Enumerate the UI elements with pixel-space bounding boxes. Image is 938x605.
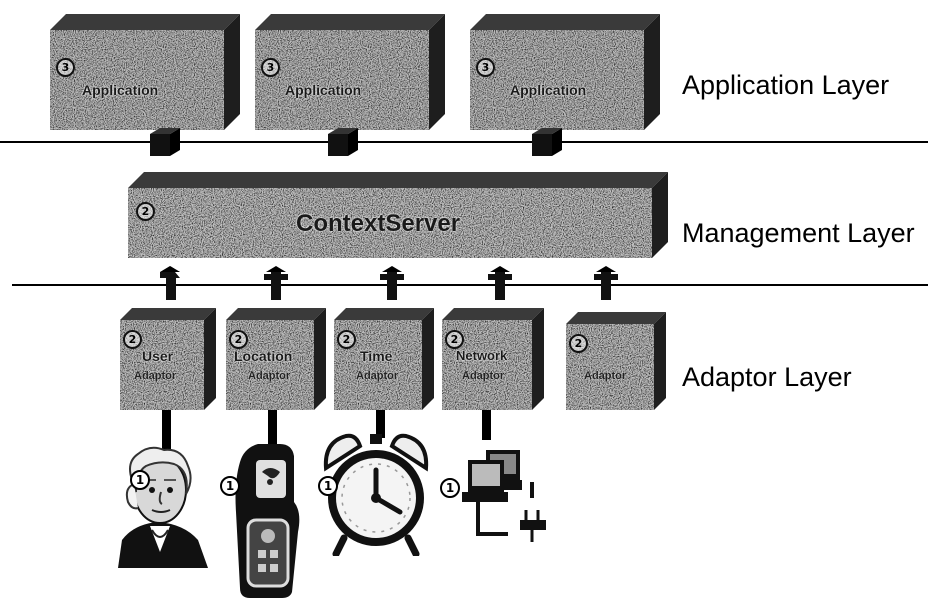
adaptor-box-network: 2 Network Adaptor	[442, 308, 544, 410]
adaptor-number-badge: 2	[229, 330, 248, 349]
connector-line	[268, 410, 277, 450]
device-number-badge: 1	[220, 476, 240, 496]
application-box-1: 3 Application	[50, 14, 240, 130]
adaptor-title: Time	[360, 348, 393, 364]
up-arrow	[264, 266, 304, 307]
application-title: Application	[510, 82, 587, 98]
adaptor-box-unnamed: 2 Adaptor	[566, 312, 666, 410]
adaptor-title: Location	[234, 348, 293, 364]
adaptor-number-badge: 2	[569, 334, 588, 353]
adaptor-number-badge: 2	[445, 330, 464, 349]
application-box-3: 3 Application	[470, 14, 660, 130]
device-person: 1	[104, 440, 214, 568]
adaptor-box-location: 2 Location Adaptor	[226, 308, 326, 410]
adaptor-title: Network	[456, 348, 508, 363]
up-arrow	[158, 266, 198, 307]
device-number-badge: 1	[440, 478, 460, 498]
device-gps: 1	[218, 442, 308, 600]
application-title: Application	[82, 82, 159, 98]
adaptor-number-badge: 2	[123, 330, 142, 349]
adaptor-subtitle: Adaptor	[356, 370, 399, 382]
adaptor-subtitle: Adaptor	[134, 370, 177, 382]
adaptor-box-time: 2 Time Adaptor	[334, 308, 434, 410]
separator-line-bottom	[12, 284, 928, 286]
up-arrow	[488, 266, 528, 307]
adaptor-subtitle: Adaptor	[584, 370, 627, 382]
application-number-badge: 3	[261, 58, 280, 77]
context-server-title: ContextServer	[296, 210, 461, 237]
server-number-badge: 2	[136, 202, 155, 221]
up-arrow	[318, 124, 372, 167]
gps-device-icon	[235, 444, 300, 598]
up-arrow	[140, 124, 194, 167]
device-network: 1	[438, 440, 558, 544]
connector-line	[376, 410, 385, 438]
person-portrait-icon	[118, 446, 208, 568]
up-arrow	[380, 266, 420, 307]
application-box-2: 3 Application	[255, 14, 445, 130]
adaptor-title: User	[142, 348, 174, 364]
alarm-clock-icon	[323, 433, 429, 558]
network-computer-icon	[462, 450, 546, 542]
context-server-box: 2 ContextServer	[128, 172, 668, 258]
device-number-badge: 1	[130, 470, 150, 490]
adaptor-subtitle: Adaptor	[248, 370, 291, 382]
application-layer-label: Application Layer	[682, 70, 890, 100]
adaptor-layer-label: Adaptor Layer	[682, 362, 852, 392]
connector-line	[162, 410, 171, 454]
up-arrow	[522, 124, 576, 167]
adaptor-box-user: 2 User Adaptor	[120, 308, 216, 410]
application-title: Application	[285, 82, 362, 98]
application-number-badge: 3	[56, 58, 75, 77]
adaptor-number-badge: 2	[337, 330, 356, 349]
application-number-badge: 3	[476, 58, 495, 77]
separator-line-top	[0, 141, 928, 143]
device-alarm-clock: 1	[316, 426, 436, 558]
connector-line	[482, 410, 491, 440]
up-arrow	[594, 266, 634, 307]
adaptor-subtitle: Adaptor	[462, 370, 505, 382]
device-number-badge: 1	[318, 476, 338, 496]
management-layer-label: Management Layer	[682, 218, 915, 248]
